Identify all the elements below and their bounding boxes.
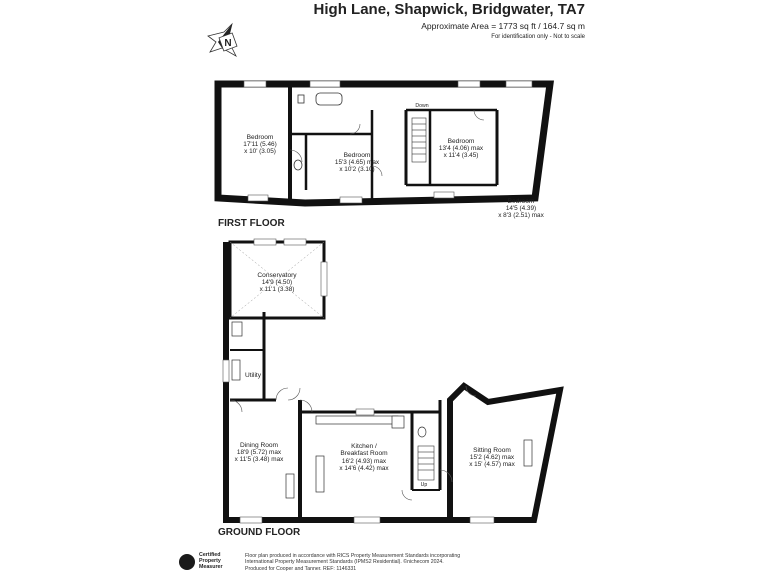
room-name-conservatory: Conservatory <box>257 272 297 279</box>
compass-letter: N <box>224 38 231 49</box>
room-dim2-bedroom1: x 10' (3.05) <box>244 148 276 155</box>
rics-logo-icon <box>179 554 195 570</box>
room-dim1-conservatory: 14'9 (4.50) <box>262 279 292 286</box>
footer-note: Floor plan produced in accordance with R… <box>245 553 460 572</box>
badge-line1: Certified <box>199 552 221 558</box>
room-dim1-bedroom3: 13'4 (4.06) max <box>439 145 484 152</box>
floor-label-first: FIRST FLOOR <box>218 218 285 229</box>
room-dim1-bedroom4: 14'5 (4.39) <box>506 205 536 212</box>
approximate-area: Approximate Area = 1773 sq ft / 164.7 sq… <box>421 21 585 31</box>
room-name-sitting: Sitting Room <box>473 447 511 454</box>
room-name-dining: Dining Room <box>240 442 279 449</box>
badge-line2: Property <box>199 558 221 564</box>
floor-label-ground: GROUND FLOOR <box>218 527 301 538</box>
room-dim1-bedroom2: 15'3 (4.65) max <box>335 159 380 166</box>
ground-floor-plan: Conservatory 14'9 (4.50) x 11'1 (3.38) U… <box>222 238 564 524</box>
room-name-bedroom1: Bedroom <box>247 134 274 141</box>
room-dim2-bedroom3: x 11'4 (3.45) <box>444 152 479 159</box>
room-dim1-bedroom1: 17'11 (5.46) <box>243 141 276 148</box>
rics-certified-badge: Certified Property Measurer <box>179 552 237 572</box>
room-dim2-kitchen: x 14'6 (4.42) max <box>339 465 389 472</box>
room-dim2-dining: x 11'5 (3.48) max <box>235 456 285 463</box>
scale-note: For identification only - Not to scale <box>491 34 585 40</box>
room-dim1-dining: 18'9 (5.72) max <box>237 449 282 456</box>
badge-line3: Measurer <box>199 564 223 570</box>
room-dim2-bedroom2: x 10'2 (3.10) <box>339 166 374 173</box>
room-name-bedroom4: Bedroom <box>508 198 535 205</box>
footer-line1: Floor plan produced in accordance with R… <box>245 553 461 559</box>
compass-icon: N <box>207 22 238 58</box>
room-dim2-conservatory: x 11'1 (3.38) <box>260 286 295 293</box>
room-dim2-sitting: x 15' (4.57) max <box>469 461 515 468</box>
room-dim1-sitting: 15'2 (4.62) max <box>470 454 515 461</box>
room-dim2-bedroom4: x 8'3 (2.51) max <box>498 212 544 219</box>
room-name-bedroom2: Bedroom <box>344 152 371 159</box>
room-name2-kitchen: Breakfast Room <box>340 450 388 457</box>
property-address: High Lane, Shapwick, Bridgwater, TA7 <box>313 1 585 18</box>
first-floor-plan: Bedroom 17'11 (5.46) x 10' (3.05) Bedroo… <box>214 80 554 219</box>
footer-line2: International Property Measurement Stand… <box>245 559 444 566</box>
room-dim1-kitchen: 16'2 (4.93) max <box>342 458 387 465</box>
stairs-down-label: Down <box>415 103 428 109</box>
room-name-bedroom3: Bedroom <box>448 138 475 145</box>
stairs-up-label: Up <box>421 482 428 488</box>
footer-line3: Produced for Cooper and Tanner. REF: 114… <box>245 565 357 572</box>
room-name-kitchen: Kitchen / <box>351 443 377 450</box>
room-name-utility: Utility <box>245 372 262 379</box>
